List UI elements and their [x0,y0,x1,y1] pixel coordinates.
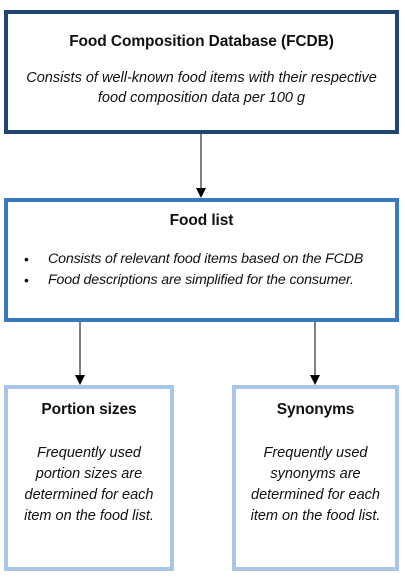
food-list-bullet-text: Food descriptions are simplified for the… [48,272,354,288]
fcdb-box: Food Composition Database (FCDB) Consist… [4,10,399,134]
food-list-bullet-item: • Consists of relevant food items based o… [22,249,391,270]
food-list-box: Food list • Consists of relevant food ite… [4,198,399,322]
synonyms-box: Synonyms Frequently used synonyms are de… [232,385,399,571]
food-list-bullet-item: • Food descriptions are simplified for th… [22,270,391,291]
food-list-bullet-text: Consists of relevant food items based on… [48,251,364,267]
portion-sizes-box: Portion sizes Frequently used portion si… [4,385,174,571]
portion-sizes-title: Portion sizes [41,401,137,418]
food-list-title: Food list [169,212,234,229]
fcdb-title: Food Composition Database (FCDB) [69,33,334,50]
bullet-icon: • [24,272,29,288]
portion-sizes-description: Frequently used portion sizes are determ… [24,445,154,524]
synonyms-description: Frequently used synonyms are determined … [250,445,381,524]
fcdb-description: Consists of well-known food items with t… [26,70,377,106]
synonyms-title: Synonyms [276,401,355,418]
bullet-icon: • [24,251,29,267]
food-list-bullets: • Consists of relevant food items based o… [8,249,395,291]
